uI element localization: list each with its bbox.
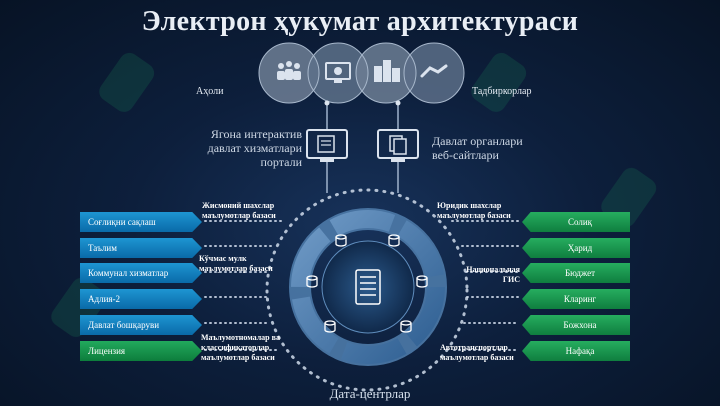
system-healthcare[interactable]: Соғлиқни сақлаш: [80, 212, 202, 232]
system-pension[interactable]: Нафақа: [522, 341, 630, 361]
system-license[interactable]: Лицензия: [80, 341, 202, 361]
top-icon-circles: [258, 42, 465, 104]
label-population: Аҳоли: [196, 86, 224, 97]
page-title: Электрон ҳукумат архитектураси: [141, 6, 579, 37]
system-public-administration[interactable]: Давлат бошқаруви: [80, 315, 202, 335]
system-tax[interactable]: Солиқ: [522, 212, 630, 232]
document-monitor-icon: [377, 129, 419, 162]
system-customs[interactable]: Божхона: [522, 315, 630, 335]
system-justice[interactable]: Адлия-2: [80, 289, 202, 309]
data-centers-label: Дата-центрлар: [329, 386, 411, 401]
server-icon: [355, 269, 381, 305]
computer-icon: [325, 62, 351, 83]
label-entrepreneurs: Тадбиркорлар: [472, 86, 532, 97]
system-procurement[interactable]: Ҳарид: [522, 238, 630, 258]
people-icon: [277, 61, 301, 80]
system-clearing[interactable]: Кларинг: [522, 289, 630, 309]
handshake-icon: [420, 64, 448, 78]
database-icon: [306, 234, 428, 333]
data-center-ring: [289, 208, 447, 366]
system-education[interactable]: Таълим: [80, 238, 202, 258]
system-budget[interactable]: Бюджет: [522, 263, 630, 283]
buildings-icon: [374, 60, 400, 82]
system-utilities[interactable]: Коммунал хизматлар: [80, 263, 202, 283]
document-monitor-icon: [306, 129, 348, 162]
